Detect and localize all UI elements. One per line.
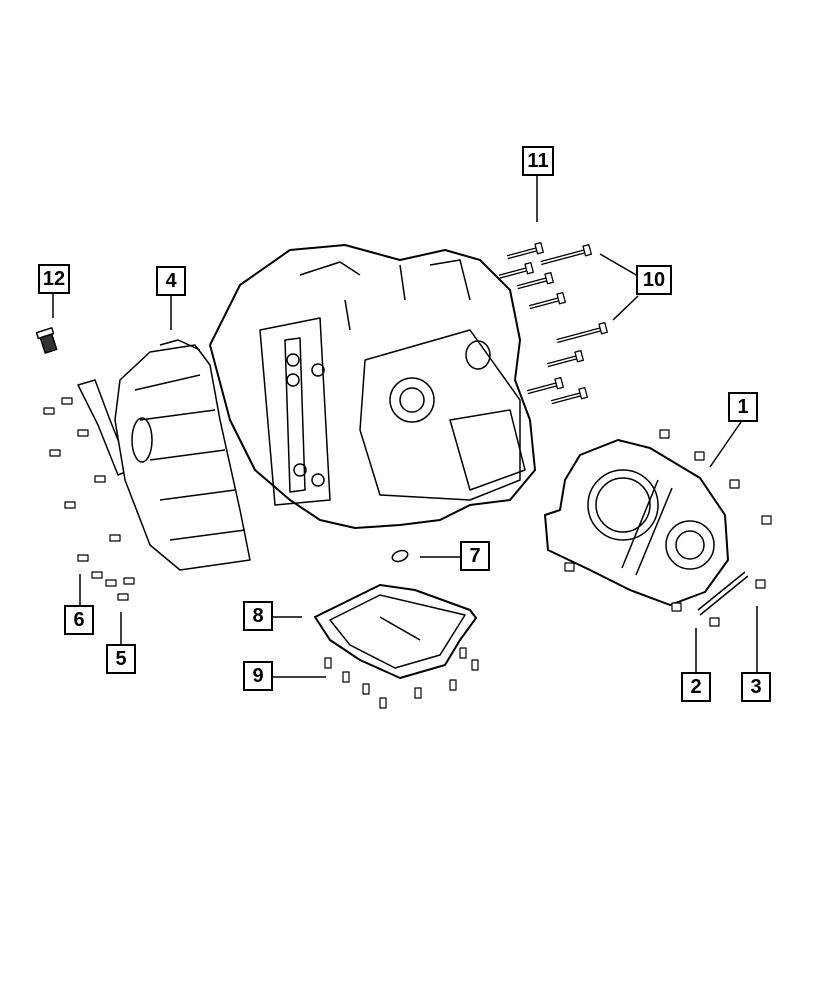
callout-9[interactable]: 9	[243, 661, 273, 691]
leader-lines	[52, 176, 758, 678]
callout-1[interactable]: 1	[728, 392, 758, 422]
callout-7[interactable]: 7	[460, 541, 490, 571]
callout-10[interactable]: 10	[636, 265, 672, 295]
callout-12[interactable]: 12	[38, 264, 70, 294]
part-7-plug	[391, 549, 409, 563]
part-12-plug	[35, 327, 58, 354]
part-3-strap	[697, 571, 749, 616]
part-4-cover	[77, 339, 251, 571]
part-8-pan	[314, 584, 477, 679]
callout-11[interactable]: 11	[522, 146, 554, 176]
callout-6[interactable]: 6	[64, 605, 94, 635]
small-bolts	[43, 397, 772, 709]
transmission-case	[209, 244, 536, 529]
callout-8[interactable]: 8	[243, 601, 273, 631]
callout-3[interactable]: 3	[741, 672, 771, 702]
part-10-11-bolts	[498, 241, 608, 405]
part-1-cover	[544, 439, 729, 606]
callout-4[interactable]: 4	[156, 266, 186, 296]
callout-2[interactable]: 2	[681, 672, 711, 702]
callout-5[interactable]: 5	[106, 644, 136, 674]
